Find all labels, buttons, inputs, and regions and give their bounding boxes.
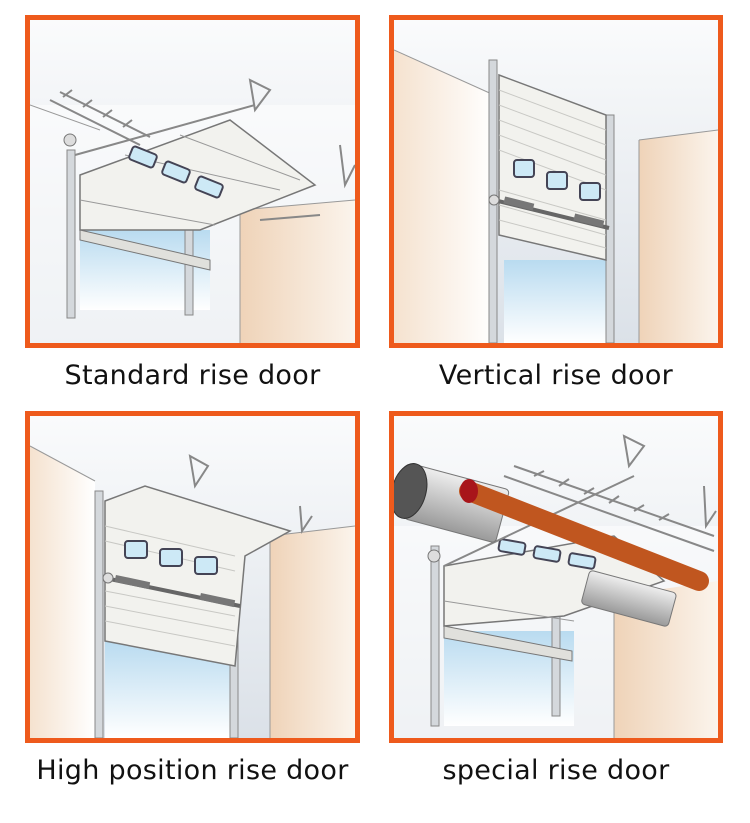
special-rise-door-illustration: [394, 416, 718, 738]
high-position-rise-door-illustration: [30, 416, 355, 738]
panel-special-rise-door: [389, 411, 723, 743]
standard-rise-door-illustration: [30, 20, 355, 343]
vertical-rise-door-illustration: [394, 20, 718, 343]
caption-high-position-rise-door: High position rise door: [36, 755, 349, 786]
panel-standard-rise-door: [25, 15, 360, 348]
caption-vertical-rise-door: Vertical rise door: [438, 360, 674, 391]
caption-special-rise-door: special rise door: [442, 755, 670, 786]
panel-vertical-rise-door: [389, 15, 723, 348]
panel-high-position-rise-door: [25, 411, 360, 743]
caption-standard-rise-door: Standard rise door: [64, 360, 321, 391]
